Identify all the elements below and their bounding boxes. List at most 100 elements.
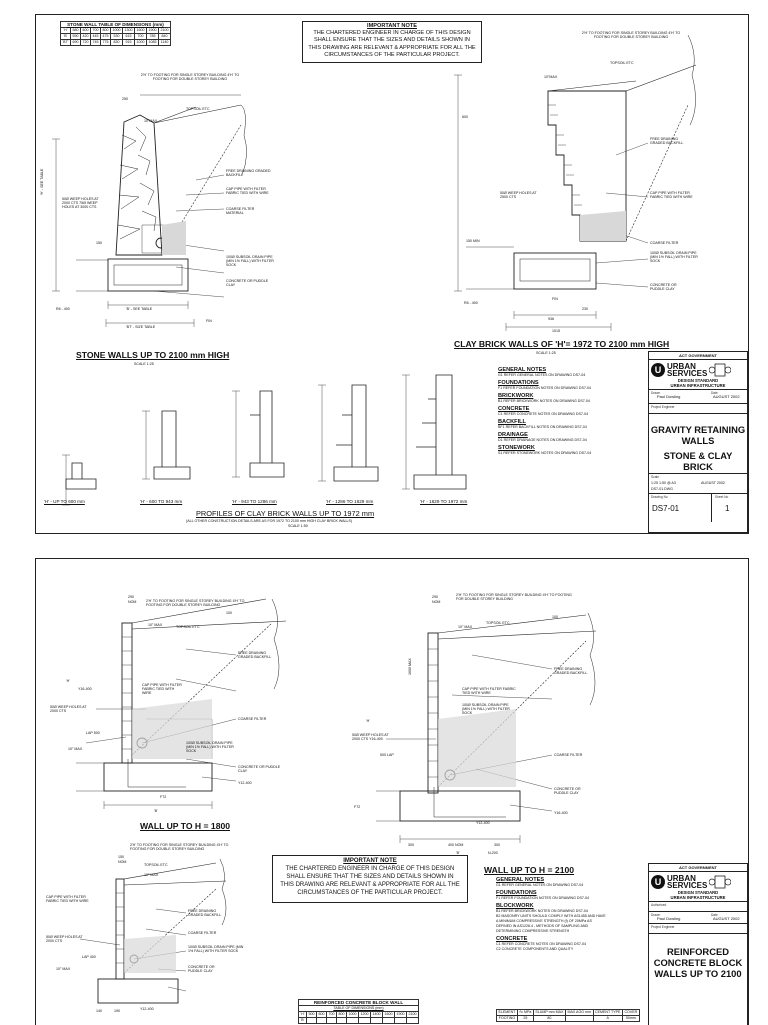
note-line: B2 MASONRY UNITS SHOULD COMPLY WITH AS14…: [496, 914, 606, 918]
concrete-table-cell: FOOTING: [496, 1015, 518, 1022]
w1800-concrete: CONCRETE OR PUDDLE CLAY: [238, 765, 281, 774]
profiles-scale: SCALE 1:50: [288, 524, 308, 528]
w2100-h: 'H': [366, 719, 370, 723]
rc-table-cell: [315, 1016, 327, 1024]
brick-dim-936: 936: [548, 317, 554, 321]
concrete-table-cell: ELEMENT: [496, 1009, 518, 1016]
drawing-title-line-3: WALLS UP TO 2100: [654, 968, 742, 979]
scale-value: 1:25 1:50 @ A3: [651, 481, 676, 485]
note-line: D1 REFER DRAINAGE NOTES ON DRAWING DS7-0…: [498, 438, 587, 442]
stone-bar-label: R6 - 400: [56, 307, 70, 311]
w2100-backfill: FREE DRAINING GRADED BACKFILL: [554, 667, 588, 676]
note-line: F1 REFER FOUNDATION NOTES ON DRAWING DS7…: [498, 386, 592, 390]
brick-footing-note: 2'H' TO FOOTING FOR SINGLE STOREY BUILDI…: [581, 31, 681, 40]
stone-table-cell: 1085: [145, 39, 159, 47]
logo-mark-icon: U: [651, 363, 665, 377]
brick-fin-label: FIN: [552, 297, 558, 301]
brick-dim-1015: 1015: [552, 329, 560, 333]
note-line: B1 REFER BRICKWORK NOTES ON DRAWING DS7-…: [496, 909, 588, 913]
title-block-gov-2: ACT GOVERNMENT: [649, 864, 747, 872]
title-block-engineer-row-2: Project Engineer: [649, 924, 747, 934]
stone-h-table-label: 'H' - SEE TABLE: [40, 168, 44, 195]
rc-table-cell: [381, 1016, 395, 1024]
brick-dim-600: 600: [462, 115, 468, 119]
stone-backfill-label: FREE DRAINING GRADED BACKFILL: [226, 169, 271, 178]
scale-label: Scale: [651, 475, 659, 479]
brick-min-label: 150 MIN: [466, 239, 480, 243]
note-line: C2 CONCRETE COMPONENTS AND QUALITY: [496, 947, 574, 951]
profile-label-5: 'H' - 1629 TO 1972 mm: [420, 499, 468, 504]
w1800-lap: LAP 500: [86, 731, 100, 735]
brick-cap-pipe-label: CAP PIPE WITH FILTER FABRIC TIED WITH WI…: [650, 191, 693, 200]
drawn-label: Drawn: [651, 913, 661, 917]
wall-2100-caption: WALL UP TO H = 2100: [484, 865, 575, 875]
small-dim-190: 190: [114, 1009, 120, 1013]
drawing-title-line-3: STONE & CLAY BRICK: [663, 450, 733, 472]
brick-dim-230: 230: [582, 307, 588, 311]
stone-table-cell: 'BT': [60, 39, 71, 47]
stone-b-table-label: 'B' - SEE TABLE: [126, 307, 153, 311]
act-crest-icon: [709, 875, 732, 889]
drawing-sheet-2: 290 NOM 2'H' TO FOOTING FOR SINGLE STORE…: [35, 558, 749, 1025]
note-line: F1 REFER FOUNDATION NOTES ON DRAWING DS7…: [496, 896, 590, 900]
logo-line-1: URBAN: [667, 874, 696, 883]
small-dim-150: 150: [118, 855, 124, 859]
sheet2-linework: [76, 598, 597, 1004]
note-heading: GENERAL NOTES: [498, 367, 547, 373]
rc-table-cell: [325, 1016, 337, 1024]
note-line: C1 REFER CONCRETE NOTES ON DRAWING DS7-0…: [498, 412, 589, 416]
stone-table-cell: 720: [79, 39, 91, 47]
concrete-table-cell: CEMENT TYPE: [592, 1009, 623, 1016]
important-note-line: SHALL ENSURE THAT THE SIZES AND DETAILS …: [286, 874, 454, 880]
stone-table-cell: 1140: [157, 39, 171, 47]
small-slope2: 10° MAX: [56, 967, 71, 971]
concrete-table-cell: f'c MPa: [516, 1009, 534, 1016]
note-heading: CONCRETE: [498, 406, 530, 412]
important-note-line: THE CHARTERED ENGINEER IN CHARGE OF THIS…: [313, 30, 471, 37]
rc-table-cell: [305, 1016, 317, 1024]
rc-table-cell: 'B': [298, 1016, 307, 1024]
w2100-n: N-200: [488, 851, 498, 855]
brick-backfill-label: FREE DRAINING GRADED BACKFILL: [650, 137, 684, 146]
brick-weep-label: 50Ø WEEP HOLES AT 2500 CTS: [500, 191, 537, 200]
stone-slope-label: 10°MAX: [144, 119, 158, 123]
important-note-line: CIRCUMSTANCES OF THE PARTICULAR PROJECT.: [324, 51, 460, 58]
stone-cap-pipe-label: CAP PIPE WITH FILTER FABRIC TIED WITH WI…: [226, 187, 269, 196]
small-dim-140: 140: [96, 1009, 102, 1013]
sheet1-linework: [52, 34, 697, 506]
date-label: Date: [711, 913, 718, 917]
concrete-table-cell: COVER: [621, 1009, 640, 1016]
w1800-cap-pipe: CAP PIPE WITH FILTER FABRIC TIED WITH WI…: [142, 683, 182, 696]
note-line: DETERMINING COMPRESSIVE STRENGTH: [496, 929, 570, 933]
small-nom: NOM: [118, 860, 127, 864]
stone-subsoil-label: 100Ø SUBSOIL DRAIN PIPE (MIN 1% FALL) WI…: [226, 255, 274, 268]
logo-line-2: SERVICES: [667, 369, 708, 378]
stone-topsoil-label: TOPSOIL ETC: [186, 107, 210, 111]
w2100-subsoil: 100Ø SUBSOIL DRAIN PIPE (MIN 1% FALL) WI…: [462, 703, 510, 716]
w1800-f72: F72: [160, 795, 167, 799]
small-cap-pipe: CAP PIPE WITH FILTER FABRIC TIED WITH WI…: [46, 895, 89, 904]
file-value: DS7-01.DWG: [651, 487, 673, 491]
important-note-line: SHALL ENSURE THAT THE SIZES AND DETAILS …: [314, 37, 470, 44]
note-line: G1 REFER GENERAL NOTES ON DRAWING DS7-04: [496, 883, 584, 887]
sheet-no-value: 1: [725, 504, 730, 513]
stone-footing-note: 2'H' TO FOOTING FOR SINGLE STOREY BUILDI…: [140, 73, 240, 82]
stone-weep-holes-label: 50Ø WEEP HOLES AT 2000 CTS 75Ø WEEP HOLE…: [62, 197, 99, 210]
note-line: A MINIMUM COMPRESSIVE STRENGTH (f) OF 20…: [496, 919, 592, 923]
urban-infrastructure-label: URBAN INFRASTRUCTURE: [670, 383, 726, 388]
sheet-no-label: Sheet No: [715, 495, 729, 499]
note-line: B1 REFER BRICKWORK NOTES ON DRAWING DS7-…: [498, 399, 590, 403]
w2100-dim-290: 290: [432, 595, 438, 599]
w1800-h: 'H': [66, 679, 70, 683]
design-standard-label-2: DESIGN STANDARD: [677, 890, 719, 895]
note-line: DEFINED IN AS1226.4 - METHODS OF SAMPLIN…: [496, 924, 589, 928]
small-coarse: COARSE FILTER: [188, 931, 217, 935]
note-heading: BRICKWORK: [498, 393, 534, 399]
title-block-engineer-row: Project Engineer: [649, 404, 747, 414]
date-value: AUGUST 2002: [713, 394, 740, 399]
